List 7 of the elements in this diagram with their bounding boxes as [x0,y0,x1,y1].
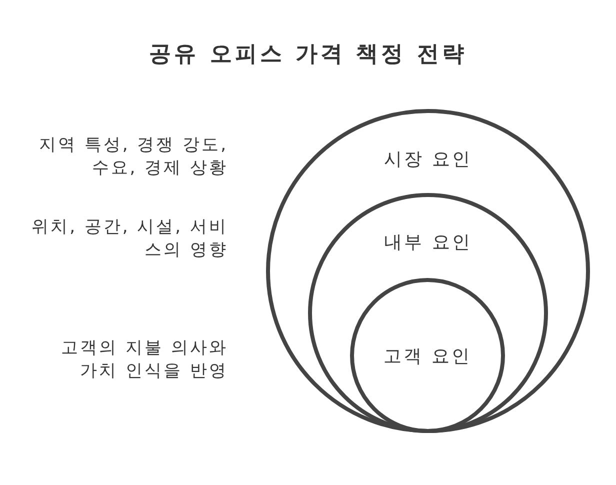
circle-label: 내부 요인 [384,231,472,255]
title: 공유 오피스 가격 책정 전략 [149,41,467,69]
description-text: 지역 특성, 경쟁 강도, 수요, 경제 상황 [38,134,228,180]
circle-label: 시장 요인 [384,148,472,172]
description-text: 고객의 지불 의사와 가치 인식을 반영 [60,337,228,383]
circle-label: 고객 요인 [384,345,472,369]
description-text: 위치, 공간, 시설, 서비스의 영향 [30,216,228,262]
